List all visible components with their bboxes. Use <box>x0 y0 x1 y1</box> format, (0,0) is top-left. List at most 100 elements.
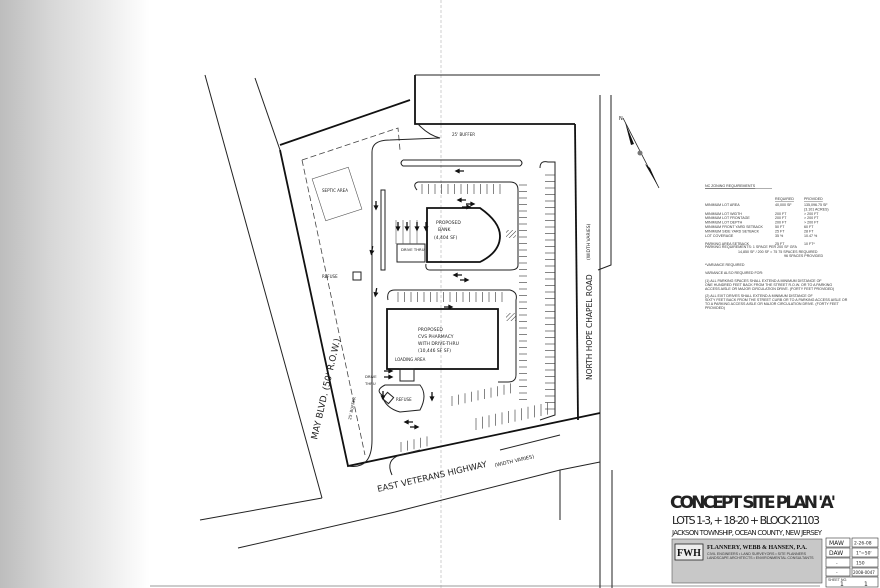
zoning-cell-required: 200 FT <box>775 221 787 225</box>
zoning-cell-provided: 60 FT <box>804 225 814 229</box>
title-block: CONCEPT SITE PLAN 'A' LOTS 1-3, + 18-20 … <box>670 493 879 588</box>
svg-text:DRIVE: DRIVE <box>365 374 377 379</box>
svg-text:ACCESS AISLE OR MAJOR CIRCULAT: ACCESS AISLE OR MAJOR CIRCULATION DRIVE.… <box>705 287 834 291</box>
zoning-cell-provided: (3.101 ACRES) <box>804 207 829 211</box>
svg-text:(2) ALL EXIT DRIVES SHALL EX: (2) ALL EXIT DRIVES SHALL EXTEND A MINIM… <box>705 294 813 298</box>
svg-text:*VARIANCE REQUIRED: *VARIANCE REQUIRED <box>705 263 745 267</box>
zoning-cell-required: 25 FT <box>775 242 785 246</box>
firm-logo: FWH <box>677 548 701 559</box>
plan-title: CONCEPT SITE PLAN 'A' <box>670 493 836 513</box>
refuse-enclosure-south: REFUSE <box>378 384 425 413</box>
zoning-cell-provided: > 200 FT <box>804 216 819 220</box>
svg-text:PROPOSED: PROPOSED <box>418 327 443 333</box>
buffer-line-left <box>301 127 401 456</box>
svg-text:WITH DRIVE-THRU: WITH DRIVE-THRU <box>418 341 459 347</box>
traffic-arrow-icon <box>410 424 420 430</box>
sheet-no: 1 <box>840 581 844 588</box>
svg-text:-: - <box>836 562 838 567</box>
zoning-cell-required: 40,000 SF <box>775 203 792 207</box>
traffic-arrow-icon <box>423 222 429 232</box>
zoning-cell-required: 25 FT <box>775 229 785 233</box>
buffer-left-label: 25' BUFFER <box>347 396 357 420</box>
svg-text:MAW: MAW <box>829 540 844 547</box>
sheet-info-boxes <box>825 537 879 588</box>
svg-text:(1) ALL PARKING SPACES SHALL: (1) ALL PARKING SPACES SHALL EXTEND A MI… <box>705 279 822 283</box>
traffic-arrow-icon <box>369 245 375 256</box>
traffic-arrow-icon <box>395 222 401 232</box>
svg-text:PROPOSED: PROPOSED <box>436 220 461 226</box>
traffic-arrow-icon <box>384 368 394 374</box>
traffic-arrow-icon <box>429 392 435 402</box>
svg-text:CIVIL ENGINEERS • LAND SURVE: CIVIL ENGINEERS • LAND SURVEYORS • SITE … <box>707 552 807 556</box>
zoning-cell-label: LOT COVERAGE <box>705 234 734 238</box>
sheet-label: SHEET NO. <box>828 578 847 582</box>
zoning-cell-provided: 28 FT <box>804 229 814 233</box>
zoning-cell-provided: 10.47 % <box>804 234 818 238</box>
east-veterans-highway <box>237 461 601 549</box>
zoning-cell-required: 200 FT <box>775 212 787 216</box>
svg-text:(4,404 SF): (4,404 SF) <box>434 235 458 241</box>
scan-smear <box>0 0 150 588</box>
traffic-arrow-icon <box>384 374 394 380</box>
svg-text:PROVIDED: PROVIDED <box>804 197 823 201</box>
parking-stalls <box>397 174 555 452</box>
chapel-road-label: NORTH HOPE CHAPEL ROAD <box>585 274 594 380</box>
traffic-arrow-icon <box>404 222 410 232</box>
zoning-cell-label: MINIMUM LOT FRONTAGE <box>705 216 750 220</box>
accessible-aisle-bank <box>506 230 516 238</box>
svg-text:PARKING REQUIREMENTS: 1 SPACE: PARKING REQUIREMENTS: 1 SPACE PER 200 SF… <box>705 245 798 249</box>
bank-building[interactable]: PROPOSED BANK (4,404 SF) DRIVE THRU <box>396 181 519 271</box>
svg-text:PROVIDED): PROVIDED) <box>705 306 725 310</box>
location-label: JACKSON TOWNSHIP, OCEAN COUNTY, NEW JERS… <box>671 529 823 537</box>
traffic-arrow-icon <box>452 272 462 278</box>
buffer-top-label: 25' BUFFER <box>452 132 475 137</box>
zoning-cell-label: MINIMUM LOT AREA <box>705 203 740 207</box>
zoning-cell-label: MINIMUM LOT DEPTH <box>705 221 743 225</box>
svg-text:2008-0047: 2008-0047 <box>853 570 875 575</box>
svg-text:14,850 SF / 200 SF = 75 75 S: 14,850 SF / 200 SF = 75 75 SPACES REQUIR… <box>738 250 818 254</box>
zoning-cell-label: MINIMUM LOT WIDTH <box>705 212 742 216</box>
svg-text:REFUSE: REFUSE <box>322 274 338 279</box>
svg-text:SEPTIC AREA: SEPTIC AREA <box>322 188 348 193</box>
traffic-arrow-icon <box>373 287 379 298</box>
cvs-pharmacy-building[interactable]: PROPOSED CVS PHARMACY WITH DRIVE-THRU (1… <box>364 289 517 386</box>
svg-text:LANDSCAPE ARCHITECTS • ENVIR: LANDSCAPE ARCHITECTS • ENVIRONMENTAL CON… <box>707 556 814 560</box>
svg-text:REQUIRED: REQUIRED <box>775 197 794 201</box>
traffic-arrow-icon <box>454 168 464 174</box>
traffic-arrow-icon <box>373 201 379 211</box>
svg-text:1"=50': 1"=50' <box>856 551 872 557</box>
zoning-requirements-table: NC ZONING REQUIREMENTS REQUIRED PROVIDED… <box>705 184 848 310</box>
traffic-arrow-icon <box>460 277 470 283</box>
zoning-cell-provided: 135,096.75 SF <box>804 203 828 207</box>
svg-text:DRIVE THRU: DRIVE THRU <box>401 247 425 252</box>
svg-text:SIXTY FEET BACK FROM THE STREE: SIXTY FEET BACK FROM THE STREET CURB OR … <box>705 298 848 302</box>
svg-text:2-26-08: 2-26-08 <box>854 541 872 547</box>
traffic-arrow-icon <box>462 204 472 210</box>
zoning-cell-provided: > 200 FT <box>804 212 819 216</box>
zoning-cell-label: MINIMUM FRONT YARD SETBACK <box>705 225 764 229</box>
svg-text:150: 150 <box>856 561 865 567</box>
highway-width-note: (WIDTH VARIES) <box>494 454 535 469</box>
bank-drive-thru-lanes <box>395 220 418 244</box>
zoning-cell-label: MINIMUM SIDE YARD SETBACK <box>705 229 760 233</box>
zoning-cell-required: 35 % <box>775 234 784 238</box>
chapel-width-note: (WIDTH VARIES) <box>586 223 592 260</box>
zoning-cell-provided: > 200 FT <box>804 221 819 225</box>
zoning-cell-provided: 10 FT* <box>804 242 815 246</box>
traffic-arrow-icon <box>380 391 386 401</box>
svg-text:-: - <box>836 571 838 576</box>
accessible-aisle-cvs <box>506 313 516 321</box>
zoning-cell-required: 200 FT <box>775 216 787 220</box>
svg-text:LOADING AREA: LOADING AREA <box>395 357 426 362</box>
highway-label: EAST VETERANS HIGHWAY <box>376 460 488 495</box>
svg-text:THRU: THRU <box>364 381 376 386</box>
traffic-arrow-icon <box>403 419 413 425</box>
may-blvd-label: MAY BLVD. (50' R.O.W.) <box>310 338 343 441</box>
septic-area: SEPTIC AREA <box>311 166 363 222</box>
zoning-cell-required: 50 FT <box>775 225 785 229</box>
traffic-arrow-icon <box>444 304 454 310</box>
svg-text:VARIANCE ALSO REQUIRED FOR:: VARIANCE ALSO REQUIRED FOR: <box>705 271 763 275</box>
north-arrow-icon: N <box>619 116 660 189</box>
svg-text:BANK: BANK <box>438 227 452 233</box>
